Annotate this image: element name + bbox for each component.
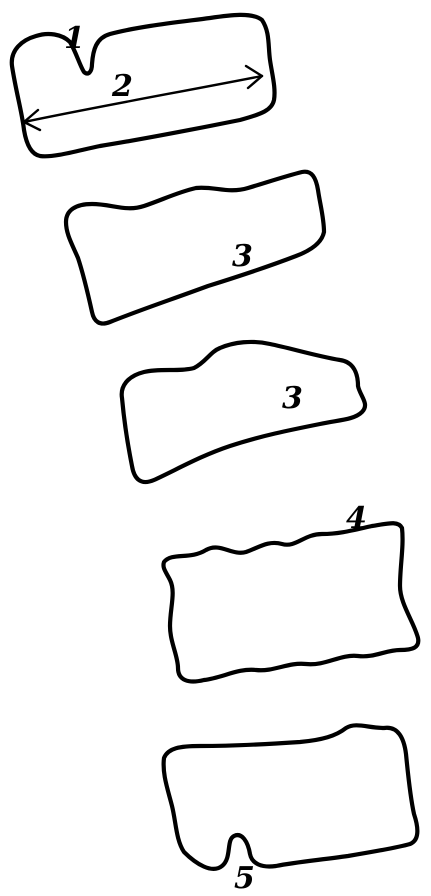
label-1: 1: [64, 21, 85, 56]
vertebral-body-shape-2: [66, 172, 324, 324]
label-3-lower: 3: [282, 381, 303, 416]
vertebral-body-shape-1: [12, 15, 275, 156]
vertebral-body-shape-3: [122, 342, 365, 482]
label-3-upper: 3: [232, 239, 253, 274]
label-5: 5: [234, 861, 255, 896]
vertebral-body-shape-4: [163, 523, 418, 681]
vertebral-body-shape-5: [164, 725, 418, 869]
label-4: 4: [346, 501, 367, 536]
label-2: 2: [111, 69, 133, 104]
width-arrow-line: [24, 76, 262, 122]
